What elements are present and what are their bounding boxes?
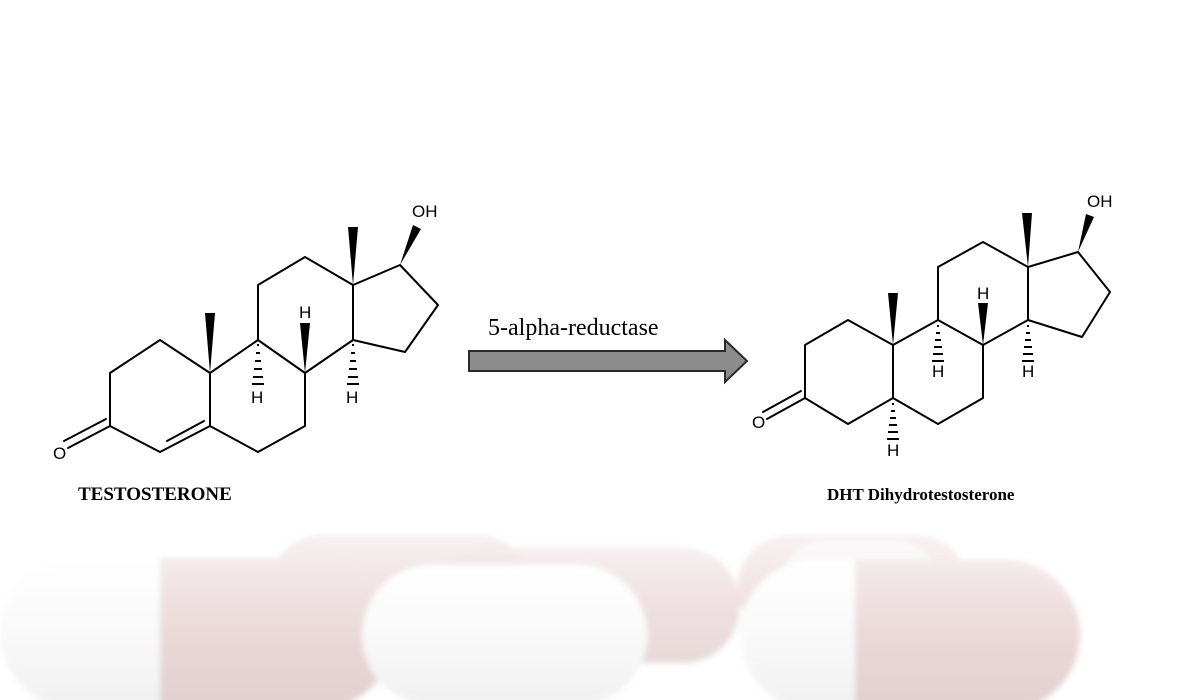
hash-bond-dht-c14 [1022, 325, 1034, 362]
capsule-front-middle [362, 565, 647, 700]
testosterone-atom-labels: OH O H H H [53, 202, 438, 463]
testosterone-h-c8-label: H [299, 303, 311, 322]
dht-h-c8-label: H [977, 284, 989, 303]
dht-oh-label: OH [1087, 192, 1113, 211]
testosterone-name-label: TESTOSTERONE [78, 484, 232, 505]
dht-h-c9-label: H [932, 362, 944, 381]
enzyme-label: 5-alpha-reductase [488, 315, 659, 341]
capsule-front-left [0, 558, 395, 700]
dht-h-c5-label: H [887, 441, 899, 460]
testosterone-h-c14-label: H [346, 388, 358, 407]
testosterone-oh-label: OH [412, 202, 438, 221]
dht-name-label: DHT Dihydrotestosterone [827, 485, 1015, 504]
hash-bond-dht-c9 [932, 325, 944, 362]
hash-bond-c9 [252, 344, 264, 385]
dht-oxygen-label: O [752, 413, 765, 432]
testosterone-structure [63, 256, 439, 453]
testosterone-h-c9-label: H [251, 388, 263, 407]
capsule-front-right [740, 560, 1080, 700]
dht-stereo-bonds [887, 213, 1094, 440]
dht-h-c14-label: H [1022, 362, 1034, 381]
hash-bond-c14 [347, 344, 359, 385]
reaction-arrow [468, 337, 749, 385]
hash-bond-dht-c5 [887, 403, 899, 440]
testosterone-oxygen-label: O [53, 444, 66, 463]
testosterone-stereo-bonds [205, 225, 421, 385]
dht-atom-labels: OH O H H H H [752, 192, 1113, 460]
